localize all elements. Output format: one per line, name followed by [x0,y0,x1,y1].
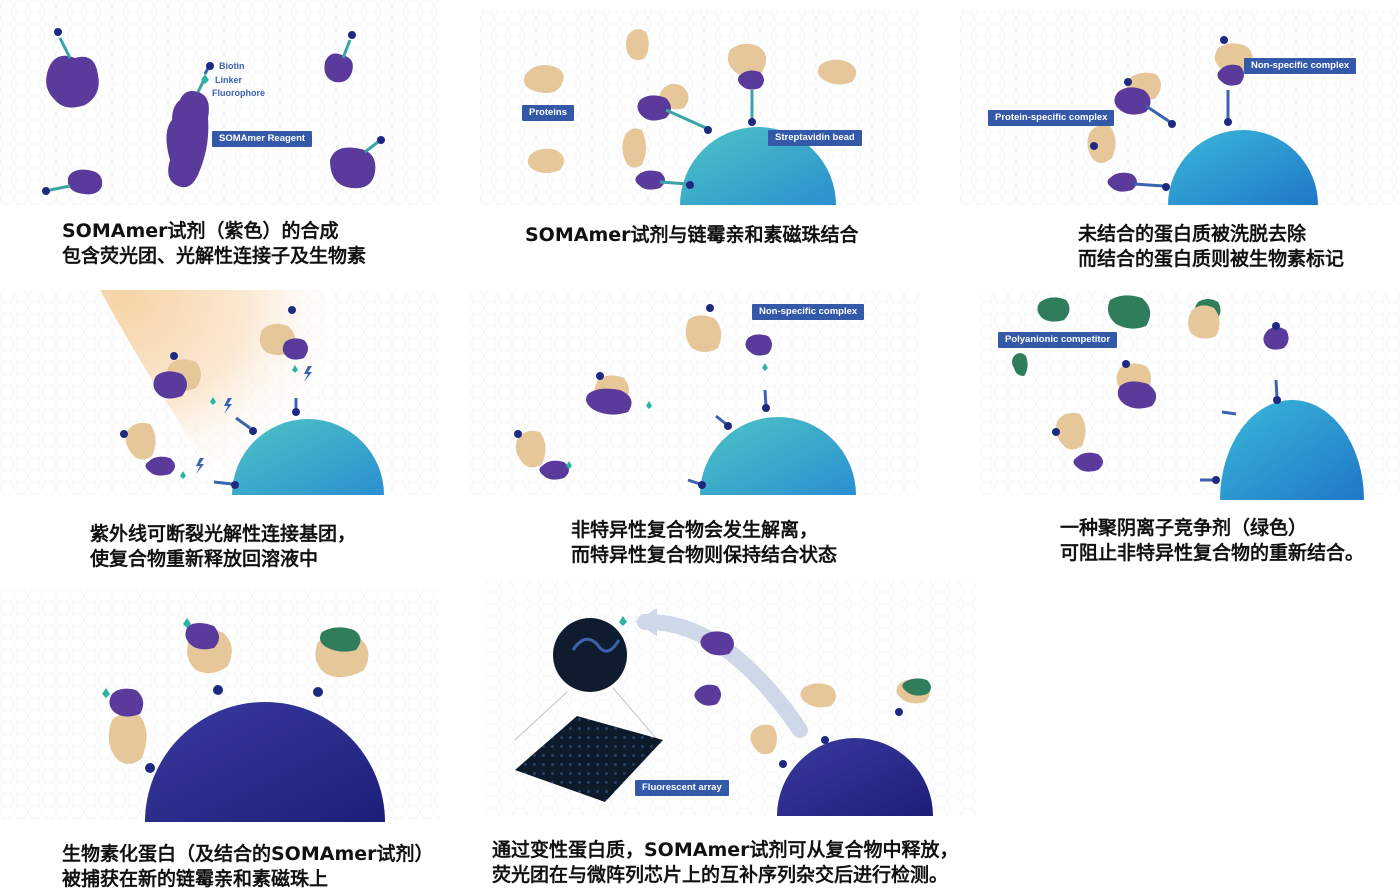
fluorophore-stars [566,363,768,469]
somamer-molecules [635,70,764,190]
fluorophore-label: Fluorophore [212,88,265,98]
protein-molecules [1087,43,1253,163]
release-arrow-head [635,608,657,636]
caption-line: 使复合物重新释放回溶液中 [90,548,319,570]
panel-6-competitor: Polyanionic competitor [980,290,1400,505]
caption-line: 非特异性复合物会发生解离， [571,519,819,541]
caption-line: 未结合的蛋白质被洗脱去除 [1078,223,1307,245]
biotin-label: Biotin [219,61,245,71]
caption-2: SOMAmer试剂与链霉亲和素磁珠结合 [525,223,859,248]
somamer-reagent-main [166,62,214,188]
caption-line: 荧光团在与微阵列芯片上的互补序列杂交后进行检测。 [492,864,949,886]
somamer-molecule [330,136,385,189]
panel-4-illustration [0,290,440,495]
caption-line: 而结合的蛋白质则被生物素标记 [1078,248,1345,270]
panel-8-array-detection: Fluorescent array [485,580,975,825]
fluorophore-star [619,616,627,626]
panel-7-recapture [0,590,440,830]
non-specific-complex-tag: Non-specific complex [1244,58,1357,74]
competitor-molecule [902,678,931,696]
zoom-circle [553,618,627,692]
fluorophore-stars [102,618,191,698]
biotin-dots [1090,36,1232,191]
linker-lines [659,90,754,186]
somamer-molecule [46,28,99,108]
linker-lines [1200,379,1279,482]
linker-lines [687,389,768,486]
zoom-line [514,691,568,741]
streptavidin-bead-tag: Streptavidin bead [768,130,862,146]
caption-4: 紫外线可断裂光解性连接基团， 使复合物重新释放回溶液中 [90,522,356,572]
caption-line: SOMAmer试剂与链霉亲和素磁珠结合 [525,224,859,246]
panel-6-illustration [980,290,1400,500]
somamer-molecules [539,334,772,480]
caption-line: 包含荧光团、光解性连接子及生物素 [62,245,367,267]
streptavidin-bead [232,419,384,495]
somamer-molecules [1107,64,1244,192]
somamer-strand [571,637,621,653]
caption-7: 生物素化蛋白（及结合的SOMAmer试剂） 被捕获在新的链霉亲和素磁珠上 [62,842,434,892]
panel-3-wash: Non-specific complex Protein-specific co… [960,0,1400,215]
somamer-molecules [145,338,308,476]
non-specific-complex-tag: Non-specific complex [752,304,865,320]
somamer-reagent-tag: SOMAmer Reagent [212,131,313,147]
somamer-molecules [1073,327,1289,472]
caption-line: 一种聚阴离子竞争剂（绿色） [1060,517,1308,539]
caption-line: 通过变性蛋白质，SOMAmer试剂可从复合物中释放， [492,839,959,861]
caption-line: SOMAmer试剂（紫色）的合成 [62,220,339,242]
caption-5: 非特异性复合物会发生解离， 而特异性复合物则保持结合状态 [571,518,837,568]
caption-line: 被捕获在新的链霉亲和素磁珠上 [62,868,329,890]
streptavidin-bead [1168,130,1318,205]
panel-4-uv-cleavage [0,290,440,505]
caption-1: SOMAmer试剂（紫色）的合成 包含荧光团、光解性连接子及生物素 [62,219,366,269]
protein-specific-complex-tag: Protein-specific complex [988,110,1115,126]
biotin-dots [1052,322,1281,484]
caption-line: 生物素化蛋白（及结合的SOMAmer试剂） [62,843,434,865]
caption-6: 一种聚阴离子竞争剂（绿色） 可阻止非特异性复合物的重新结合。 [1060,516,1364,566]
panel-8-illustration [485,580,975,816]
caption-line: 紫外线可断裂光解性连接基团， [90,523,357,545]
linker-lines [1133,90,1230,188]
streptavidin-bead [777,738,933,816]
biotin-dots [514,304,770,489]
polyanionic-competitor-tag: Polyanionic competitor [998,332,1118,348]
streptavidin-bead [1220,400,1364,500]
somamer-molecule [42,169,103,195]
caption-8: 通过变性蛋白质，SOMAmer试剂可从复合物中释放， 荧光团在与微阵列芯片上的互… [492,838,959,888]
panel-7-illustration [0,590,440,822]
somamer-molecule [324,31,356,83]
streptavidin-bead [700,417,856,495]
caption-3: 未结合的蛋白质被洗脱去除 而结合的蛋白质则被生物素标记 [1078,222,1344,272]
protein-molecules [125,323,296,460]
panel-2-bead-binding: Proteins Streptavidin bead [480,0,920,215]
fluorescent-array-tag: Fluorescent array [635,780,729,796]
caption-line: 可阻止非特异性复合物的重新结合。 [1060,542,1365,564]
linker-label: Linker [215,75,243,85]
fluorophore-stars [180,365,298,479]
biotin-dots [686,118,756,189]
streptavidin-bead [680,127,836,205]
competitor-molecule [320,627,361,652]
panel-1-illustration [0,0,440,205]
protein-molecules [108,629,369,764]
proteins-tag: Proteins [522,105,575,121]
biotin-dots [779,708,903,768]
biotin-dots [120,306,300,489]
somamer-molecules [694,631,734,706]
biotin-dots [145,685,323,773]
somamer-molecules [109,623,219,717]
panel-1-synthesis: Biotin Linker Fluorophore SOMAmer Reagen… [0,0,440,215]
microarray-chip [515,716,663,802]
uv-lightning-icons [196,366,312,474]
zoom-line [612,687,662,745]
streptavidin-bead [145,702,385,822]
panel-3-illustration [960,10,1400,205]
panel-5-illustration [470,290,920,495]
caption-line: 而特异性复合物则保持结合状态 [571,544,838,566]
panel-5-dissociation: Non-specific complex [470,290,920,505]
